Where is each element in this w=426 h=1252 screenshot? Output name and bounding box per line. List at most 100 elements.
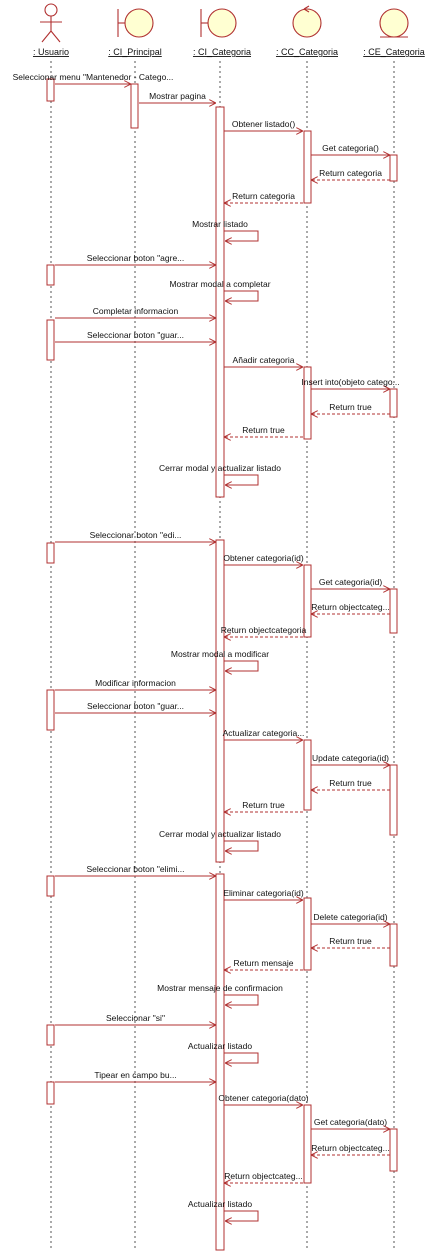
- message-layer: Seleccionar menu "Mantenedor - Catego...…: [13, 72, 400, 1221]
- message-label: Return true: [242, 800, 285, 810]
- message-label: Insert into(objeto catego...: [301, 377, 399, 387]
- message-label: Return objectcateg...: [311, 602, 389, 612]
- boundary-ci-categoria-icon: [200, 8, 237, 38]
- participant-label-ci-categoria: : CI_Categoria: [193, 47, 251, 57]
- call-message: Seleccionar menu "Mantenedor - Catego...: [13, 72, 174, 84]
- participant-label-usuario: : Usuario: [33, 47, 69, 57]
- activation-bar: [46, 264, 55, 286]
- return-message: Return categoria: [224, 191, 303, 203]
- entity-ce-categoria-icon: [379, 8, 409, 38]
- message-label: Seleccionar boton "agre...: [87, 253, 185, 263]
- message-label: Seleccionar boton "elimi...: [87, 864, 185, 874]
- call-message: Seleccionar boton "elimi...: [55, 864, 216, 876]
- call-message: Obtener categoria(id): [223, 553, 304, 565]
- message-label: Seleccionar boton "edi...: [90, 530, 182, 540]
- self-message: Mostrar listado: [192, 219, 259, 241]
- self-message: Cerrar modal y actualizar listado: [159, 463, 281, 485]
- activation-bar: [389, 923, 398, 967]
- message-label: Return true: [329, 778, 372, 788]
- call-message: Seleccionar "si": [55, 1013, 216, 1025]
- activation-bar: [389, 588, 398, 634]
- message-label: Seleccionar menu "Mantenedor - Catego...: [13, 72, 174, 82]
- message-label: Mostrar modal a modificar: [171, 649, 269, 659]
- call-message: Get categoria(dato): [311, 1117, 390, 1129]
- message-label: Modificar informacion: [95, 678, 176, 688]
- activation-bar: [130, 83, 139, 129]
- message-label: Actualizar listado: [188, 1199, 253, 1209]
- message-label: Mostrar modal a completar: [169, 279, 270, 289]
- call-message: Seleccionar boton "guar...: [55, 701, 216, 713]
- activation-bar: [303, 366, 312, 440]
- activation-bar: [46, 1024, 55, 1046]
- self-message: Cerrar modal y actualizar listado: [159, 829, 281, 851]
- activation-bar: [215, 873, 225, 1251]
- activation-bar: [303, 897, 312, 971]
- self-message: Mostrar modal a modificar: [171, 649, 269, 671]
- call-message: Eliminar categoria(id): [223, 888, 304, 900]
- call-message: Modificar informacion: [55, 678, 216, 690]
- call-message: Update categoria(id): [311, 753, 390, 765]
- return-message: Return objectcateg...: [224, 1171, 303, 1183]
- message-label: Return mensaje: [233, 958, 293, 968]
- return-message: Return objectcateg...: [311, 602, 390, 614]
- message-label: Return true: [329, 936, 372, 946]
- message-label: Return objectcategoria: [221, 625, 307, 635]
- message-label: Return objectcateg...: [224, 1171, 302, 1181]
- activation-bar: [46, 319, 55, 361]
- call-message: Get categoria(): [311, 143, 390, 155]
- participant-label-ce-categoria: : CE_Categoria: [363, 47, 425, 57]
- return-message: Return true: [311, 936, 390, 948]
- participant-label-cc-categoria: : CC_Categoria: [276, 47, 338, 57]
- call-message: Seleccionar boton "agre...: [55, 253, 216, 265]
- message-label: Return categoria: [232, 191, 295, 201]
- message-label: Actualizar categoria...: [223, 728, 305, 738]
- message-label: Get categoria(): [322, 143, 379, 153]
- activation-bar: [303, 1104, 312, 1184]
- message-label: Completar informacion: [93, 306, 179, 316]
- message-label: Get categoria(id): [319, 577, 382, 587]
- message-label: Añadir categoria: [233, 355, 295, 365]
- message-label: Return true: [242, 425, 285, 435]
- self-message: Actualizar listado: [188, 1199, 259, 1221]
- message-label: Cerrar modal y actualizar listado: [159, 829, 281, 839]
- activation-bar: [389, 1128, 398, 1172]
- message-label: Mostrar listado: [192, 219, 248, 229]
- message-label: Cerrar modal y actualizar listado: [159, 463, 281, 473]
- return-message: Return mensaje: [224, 958, 303, 970]
- activation-bar: [389, 764, 398, 836]
- return-message: Return true: [224, 425, 303, 437]
- call-message: Completar informacion: [55, 306, 216, 318]
- activation-bar: [389, 388, 398, 418]
- activation-bar: [215, 106, 225, 498]
- return-message: Return categoria: [311, 168, 390, 180]
- message-label: Mostrar mensaje de confirmacion: [157, 983, 283, 993]
- call-message: Añadir categoria: [224, 355, 303, 367]
- activation-bar: [215, 539, 225, 863]
- message-label: Obtener listado(): [232, 119, 295, 129]
- message-label: Eliminar categoria(id): [223, 888, 303, 898]
- return-message: Return objectcategoria: [221, 625, 307, 637]
- activation-bar: [46, 78, 55, 102]
- message-label: Update categoria(id): [312, 753, 389, 763]
- activation-bar: [46, 1081, 55, 1105]
- message-label: Return categoria: [319, 168, 382, 178]
- call-message: Obtener listado(): [224, 119, 303, 131]
- message-label: Seleccionar boton "guar...: [87, 330, 184, 340]
- activation-bar: [303, 130, 312, 204]
- activation-bar: [303, 564, 312, 638]
- participant-label-ci-principal: : CI_Principal: [108, 47, 162, 57]
- message-label: Seleccionar "si": [106, 1013, 165, 1023]
- self-message: Mostrar mensaje de confirmacion: [157, 983, 283, 1005]
- activation-bar: [389, 154, 398, 182]
- activation-bar: [46, 689, 55, 731]
- boundary-ci-principal-icon: [117, 8, 154, 38]
- call-message: Get categoria(id): [311, 577, 390, 589]
- control-cc-categoria-icon: [292, 5, 322, 38]
- message-label: Mostrar pagina: [149, 91, 206, 101]
- activation-bar: [46, 542, 55, 564]
- actor-usuario-icon: [40, 3, 62, 43]
- message-label: Tipear en campo bu...: [94, 1070, 176, 1080]
- return-message: Return true: [224, 800, 303, 812]
- message-label: Return objectcateg...: [311, 1143, 389, 1153]
